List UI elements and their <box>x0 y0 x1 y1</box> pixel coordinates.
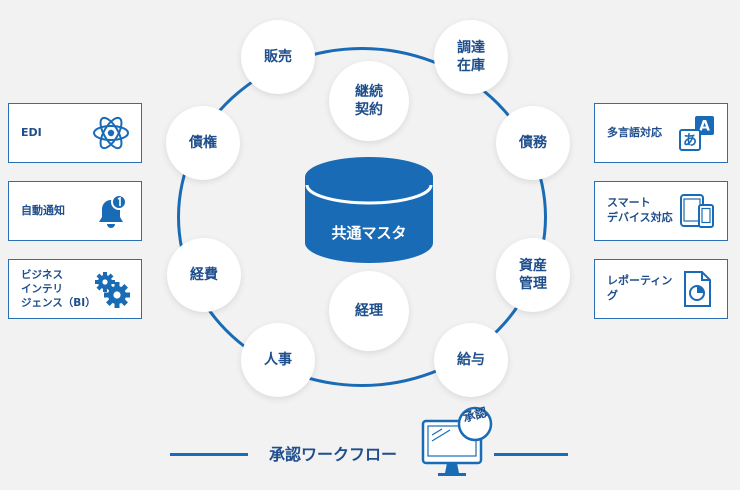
node-sales: 販売 <box>241 20 315 94</box>
feature-label-notification: 自動通知 <box>21 203 65 217</box>
feature-box-smartdevice: スマート デバイス対応 <box>594 181 728 241</box>
ring <box>177 47 547 387</box>
node-payables: 債務 <box>496 106 570 180</box>
node-hr: 人事 <box>241 323 315 397</box>
workflow-label: 承認ワークフロー <box>268 445 397 464</box>
feature-label-edi: EDI <box>21 125 42 139</box>
node-payroll: 給与 <box>434 323 508 397</box>
bell-icon <box>99 194 127 228</box>
node-procurement: 調達 在庫 <box>434 20 508 94</box>
feature-box-bi: ビジネス インテリ ジェンス（BI） <box>8 259 142 319</box>
feature-label-reporting: レポーティング <box>607 274 673 302</box>
devices-icon <box>680 194 714 228</box>
workflow-line-right <box>494 453 568 456</box>
feature-label-smartdevice: スマート デバイス対応 <box>607 196 673 224</box>
database-icon <box>305 157 433 263</box>
center-label: 共通マスタ <box>331 224 407 242</box>
node-costs: 経費 <box>167 238 241 312</box>
svg-text:A: A <box>699 119 710 135</box>
translate-icon: A あ <box>679 116 714 151</box>
feature-box-reporting: レポーティング <box>594 259 728 319</box>
monitor-approval-icon <box>421 406 493 476</box>
node-assets: 資産 管理 <box>496 238 570 312</box>
node-accounting: 経理 <box>329 271 409 351</box>
gears-icon <box>95 272 130 308</box>
workflow-line-left <box>170 453 248 456</box>
report-icon <box>684 271 711 307</box>
svg-text:あ: あ <box>683 133 697 149</box>
node-receivables: 債権 <box>166 106 240 180</box>
feature-box-notification: 自動通知 <box>8 181 142 241</box>
feature-label-bi: ビジネス インテリ ジェンス（BI） <box>21 268 96 310</box>
feature-box-edi: EDI <box>8 103 142 163</box>
feature-label-multilang: 多言語対応 <box>607 125 662 139</box>
node-contracts: 継続 契約 <box>329 61 409 141</box>
atom-icon <box>93 116 129 150</box>
feature-box-multilang: 多言語対応 A あ <box>594 103 728 163</box>
